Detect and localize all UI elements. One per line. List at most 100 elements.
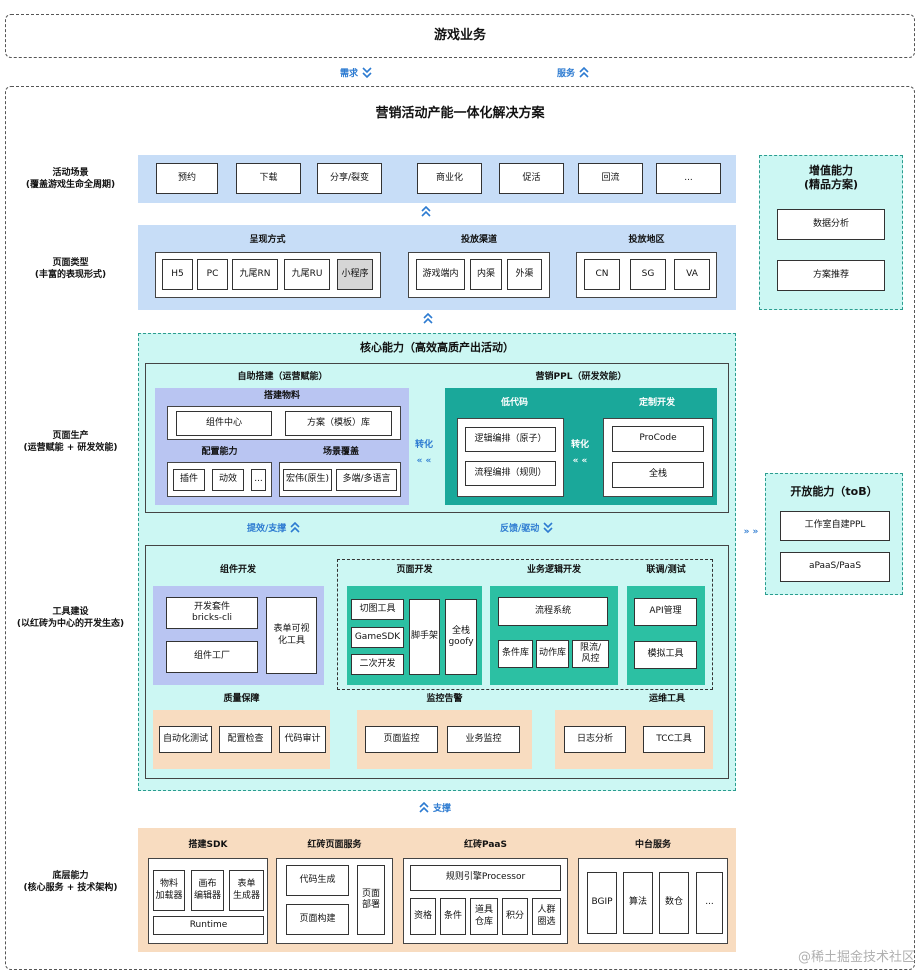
feedback-label: 反馈/驱动 (500, 524, 540, 534)
chevrons-left-icon: « « (416, 456, 432, 466)
joint-title: 联调/测试 (646, 565, 686, 575)
service-arrow: 服务 (557, 66, 589, 79)
self-title: 自助搭建（运营赋能） (237, 372, 328, 382)
quality-item: 代码审计 (279, 726, 326, 753)
base-sdk-runtime: Runtime (153, 916, 264, 935)
demand-label: 需求 (340, 69, 359, 79)
core-title: 核心能力（高效高质产出活动） (360, 341, 514, 354)
open-item: 工作室自建PPL (780, 511, 890, 541)
scene-item: 回流 (578, 163, 643, 194)
page-cut: 切图工具 (351, 599, 404, 620)
chevron-up-icon (423, 313, 433, 324)
monitor-item: 业务监控 (447, 726, 520, 753)
service-label: 服务 (557, 69, 576, 79)
value-title: 增值能力 (精品方案) (803, 164, 859, 192)
base-sdk-item: 表单 生成器 (229, 870, 264, 911)
logic-limit: 限流/ 风控 (572, 640, 609, 668)
game-business-title: 游戏业务 (433, 28, 486, 43)
chevron-down-icon (543, 521, 553, 533)
present-title: 呈现方式 (249, 235, 286, 245)
lowcode-item: 逻辑编排（原子） (465, 427, 556, 452)
ops-title: 运维工具 (648, 694, 685, 704)
base-paas-item: 条件 (440, 898, 466, 935)
quality-item: 配置检查 (219, 726, 272, 753)
value-item: 数据分析 (777, 209, 885, 240)
base-paas-item: 资格 (410, 898, 436, 935)
support-label: 支撑 (433, 804, 452, 814)
region-item: SG (630, 259, 666, 290)
scene-item: 分享/裂变 (317, 163, 382, 194)
lowcode-title: 低代码 (500, 398, 528, 408)
comp-form: 表单可视 化工具 (266, 597, 317, 674)
scene-item: 预约 (156, 163, 218, 194)
quality-title: 质量保障 (223, 694, 260, 704)
open-title: 开放能力（toB） (790, 485, 878, 498)
efficiency-arrow: 提效/支撑 (247, 521, 300, 534)
solution-title: 营销活动产能一体化解决方案 (375, 106, 545, 121)
logic-action: 动作库 (536, 640, 569, 668)
chevron-up-icon (419, 801, 429, 813)
scene-item: 商业化 (417, 163, 482, 194)
base-page-title: 红砖页面服务 (307, 840, 362, 850)
material-title: 搭建物料 (263, 391, 300, 401)
config-item: ... (251, 469, 266, 491)
feedback-arrow: 反馈/驱动 (500, 521, 553, 534)
present-item: PC (197, 259, 228, 290)
ops-item: TCC工具 (643, 726, 705, 753)
row-label-tools: 工具建设 (以红砖为中心的开发生态) (16, 607, 125, 630)
joint-mock: 模拟工具 (634, 641, 697, 669)
channel-item: 游戏端内 (416, 259, 465, 290)
page-scaffold: 脚手架 (409, 599, 440, 675)
chevron-up-icon (579, 66, 589, 78)
base-paas-item: 人群 圈选 (532, 898, 561, 935)
comp-kit: 开发套件 bricks-cli (166, 597, 258, 629)
chevron-up-icon (290, 521, 300, 533)
base-middle-item: 算法 (623, 872, 653, 934)
row-label-base: 底层能力 (核心服务 + 技术架构) (23, 871, 118, 894)
region-item: VA (674, 259, 710, 290)
base-middle-title: 中台服务 (634, 840, 671, 850)
base-sdk-title: 搭建SDK (188, 840, 228, 850)
row-label-pagetype: 页面类型 (丰富的表现形式) (34, 258, 107, 281)
monitor-title: 监控告警 (426, 694, 463, 704)
scene-cover-item: 多端/多语言 (336, 469, 397, 491)
present-item: H5 (162, 259, 193, 290)
base-middle-item: BGIP (587, 872, 617, 934)
chevrons-right-icon: » » (743, 527, 759, 537)
custom-item: 全栈 (612, 462, 704, 488)
scene-item: 促活 (499, 163, 564, 194)
base-middle-item: 数仓 (659, 872, 689, 934)
convert-label-2: 转化 (570, 440, 589, 450)
chevrons-left-icon: « « (572, 456, 588, 466)
base-page-build: 页面构建 (286, 904, 349, 935)
demand-arrow: 需求 (340, 66, 372, 79)
dev-frame (337, 559, 713, 690)
open-item: aPaaS/PaaS (780, 552, 890, 582)
base-paas-engine: 规则引擎Processor (410, 865, 561, 891)
logic-cond: 条件库 (498, 640, 533, 668)
base-sdk-item: 物料 加载器 (153, 870, 185, 911)
region-title: 投放地区 (628, 235, 665, 245)
config-title: 配置能力 (201, 447, 238, 457)
convert-label-1: 转化 (414, 440, 433, 450)
ops-item: 日志分析 (564, 726, 626, 753)
quality-item: 自动化测试 (159, 726, 212, 753)
logic-dev-title: 业务逻辑开发 (526, 565, 581, 575)
lowcode-item: 流程编排（规则） (465, 461, 556, 486)
base-page-deploy: 页面 部署 (357, 865, 385, 935)
custom-title: 定制开发 (638, 398, 675, 408)
page-dev-title: 页面开发 (396, 565, 433, 575)
scene-item: 下载 (236, 163, 301, 194)
channel-item: 内渠 (470, 259, 502, 290)
comp-title: 组件开发 (219, 565, 256, 575)
ppl-title: 营销PPL（研发效能） (535, 372, 627, 382)
config-item: 插件 (173, 469, 205, 491)
region-item: CN (584, 259, 620, 290)
present-item: 九尾RU (284, 259, 330, 290)
base-paas-title: 红砖PaaS (464, 840, 507, 850)
chevron-up-icon (421, 206, 431, 217)
monitor-item: 页面监控 (365, 726, 438, 753)
page-sdk: GameSDK (351, 627, 404, 648)
base-sdk-item: 画布 编辑器 (191, 870, 224, 911)
material-item: 组件中心 (176, 411, 272, 436)
